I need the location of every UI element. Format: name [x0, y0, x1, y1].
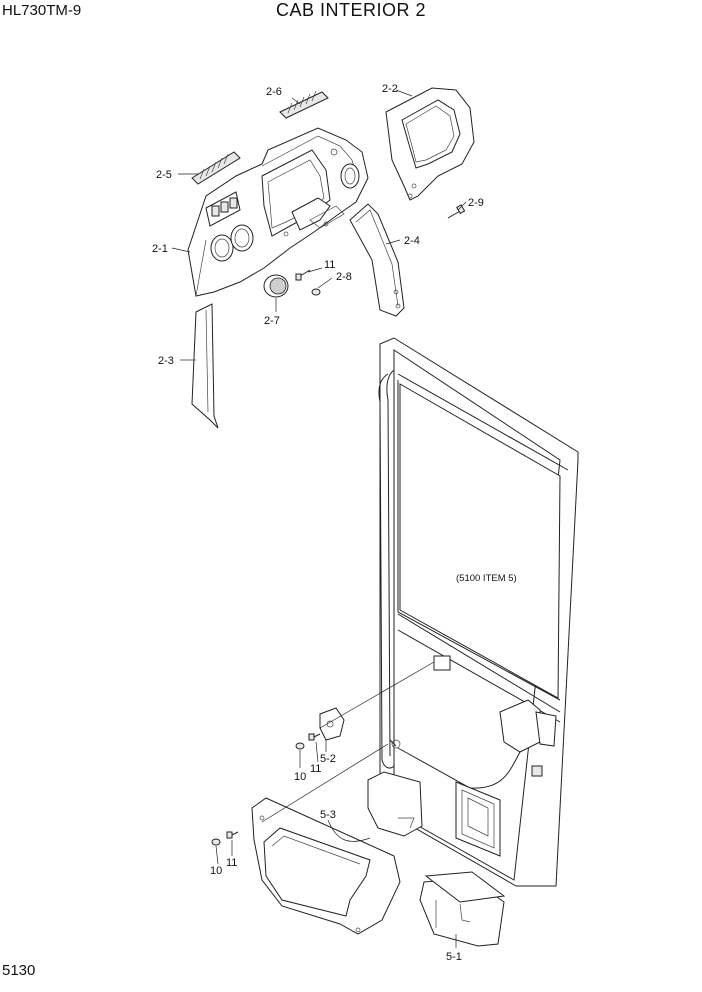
- callout-5-1: 5-1: [446, 951, 462, 963]
- callout-2-5: 2-5: [156, 169, 172, 181]
- side-bracket-part: [349, 203, 405, 317]
- model-code: HL730TM-9: [2, 2, 82, 19]
- leader-lines: [171, 89, 467, 948]
- door-pocket-part: [251, 771, 423, 935]
- callout-2-3: 2-3: [158, 355, 174, 367]
- callout-11-lower: 11: [226, 857, 237, 869]
- dashboard-panel-part: [187, 127, 369, 297]
- pillar-trim-part: [191, 303, 219, 429]
- striker-plate-part: [319, 707, 345, 741]
- callout-11-dash: 11: [324, 259, 335, 271]
- page-number: 5130: [2, 962, 36, 979]
- reference-note: (5100 ITEM 5): [456, 573, 517, 584]
- callout-2-9: 2-9: [468, 197, 484, 209]
- fasteners-lower-part: [211, 831, 239, 846]
- callout-2-6: 2-6: [266, 86, 282, 98]
- callout-2-8: 2-8: [336, 271, 352, 283]
- screw-2-9-part: [447, 204, 466, 219]
- callout-2-2: 2-2: [382, 83, 398, 95]
- knob-part: [263, 274, 289, 298]
- callout-10-upper: 10: [294, 771, 306, 783]
- callout-10-lower: 10: [210, 865, 222, 877]
- callout-2-1: 2-1: [152, 243, 168, 255]
- screws-dashboard-part: [295, 269, 321, 296]
- fasteners-upper-part: [295, 733, 321, 750]
- cup-holder-part: [419, 871, 506, 947]
- callout-11-upper: 11: [310, 763, 321, 775]
- callout-2-4: 2-4: [404, 235, 420, 247]
- vent-grille-top-part: [279, 90, 329, 119]
- callout-5-3: 5-3: [320, 809, 336, 821]
- callout-2-7: 2-7: [264, 315, 280, 327]
- door-frame-part: [378, 337, 579, 887]
- callout-labels: 2-6 2-2 2-5 2-9 2-4 2-1 11 2-8 2-7 2-3 5…: [152, 83, 517, 963]
- page-title: CAB INTERIOR 2: [275, 0, 427, 20]
- vent-grille-left-part: [191, 151, 241, 185]
- callout-5-2: 5-2: [320, 753, 336, 765]
- cover-part: [385, 87, 475, 201]
